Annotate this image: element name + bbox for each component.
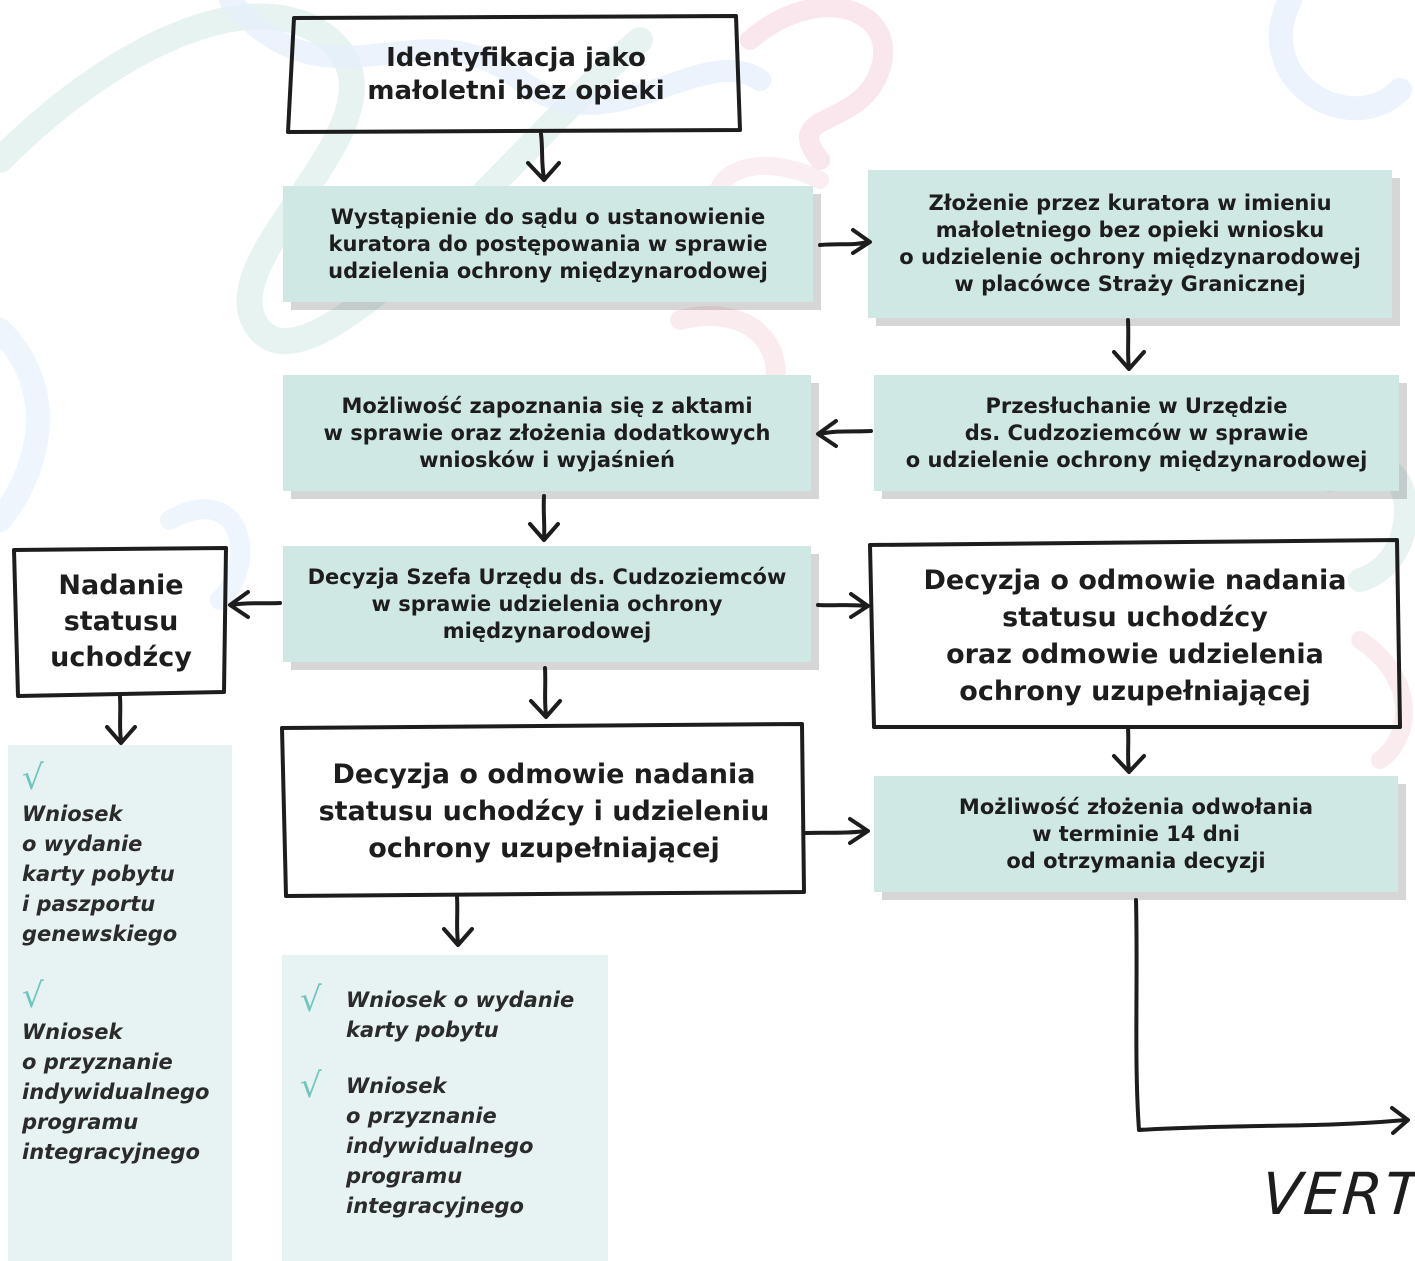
- list-item: √ Wniosek o przyznanie indywidualnego pr…: [300, 1069, 608, 1221]
- files-access-box: Możliwość zapoznania się z aktami w spra…: [283, 375, 811, 491]
- subsidiary-documents-list: √ Wniosek o wydanie karty pobytu √ Wnios…: [282, 955, 608, 1261]
- verte-label: VERTE: [1259, 1160, 1415, 1228]
- decision-text: Decyzja Szefa Urzędu ds. Cudzoziemców w …: [307, 564, 787, 643]
- decision-box: Decyzja Szefa Urzędu ds. Cudzoziemców w …: [283, 546, 811, 662]
- list-item: √ Wniosek o przyznanie indywidualnego pr…: [22, 979, 232, 1167]
- court-request-box: Wystąpienie do sądu o ustanowienie kurat…: [283, 186, 813, 302]
- list-item-text: Wniosek o wydanie karty pobytu i paszpor…: [22, 802, 178, 946]
- checkmark-icon: √: [300, 1066, 322, 1106]
- refusal-subsidiary-text: Decyzja o odmowie nadania statusu uchodź…: [318, 758, 770, 864]
- application-text: Złożenie przez kuratora w imieniu małole…: [899, 191, 1361, 296]
- list-item-text: Wniosek o przyznanie indywidualnego prog…: [346, 1074, 534, 1218]
- appeal-text: Możliwość złożenia odwołania w terminie …: [958, 794, 1314, 873]
- identification-text: Identyfikacja jako małoletni bez opieki: [367, 43, 665, 106]
- checkmark-icon: √: [22, 758, 44, 798]
- appeal-box: Możliwość złożenia odwołania w terminie …: [874, 776, 1398, 892]
- refugee-status-box: Nadanie statusu uchodźcy: [16, 550, 226, 694]
- refusal-both-text: Decyzja o odmowie nadania statusu uchodź…: [923, 565, 1347, 707]
- list-item: √ Wniosek o wydanie karty pobytu i paszp…: [22, 761, 232, 949]
- refugee-status-text: Nadanie statusu uchodźcy: [50, 570, 192, 673]
- list-item-text: Wniosek o przyznanie indywidualnego prog…: [22, 1020, 210, 1164]
- hearing-text: Przesłuchanie w Urzędzie ds. Cudzoziemcó…: [905, 393, 1368, 472]
- refusal-subsidiary-box: Decyzja o odmowie nadania statusu uchodź…: [284, 728, 804, 894]
- refugee-documents-list: √ Wniosek o wydanie karty pobytu i paszp…: [8, 745, 232, 1261]
- files-access-text: Możliwość zapoznania się z aktami w spra…: [323, 393, 771, 472]
- hearing-box: Przesłuchanie w Urzędzie ds. Cudzoziemcó…: [874, 375, 1399, 491]
- checkmark-icon: √: [300, 980, 322, 1020]
- list-item-text: Wniosek o wydanie karty pobytu: [346, 988, 575, 1042]
- list-item: √ Wniosek o wydanie karty pobytu: [300, 983, 608, 1045]
- identification-box: Identyfikacja jako małoletni bez opieki: [294, 20, 738, 130]
- court-request-text: Wystąpienie do sądu o ustanowienie kurat…: [328, 204, 768, 283]
- refusal-both-box: Decyzja o odmowie nadania statusu uchodź…: [872, 545, 1398, 727]
- application-box: Złożenie przez kuratora w imieniu małole…: [868, 170, 1392, 318]
- checkmark-icon: √: [22, 976, 44, 1016]
